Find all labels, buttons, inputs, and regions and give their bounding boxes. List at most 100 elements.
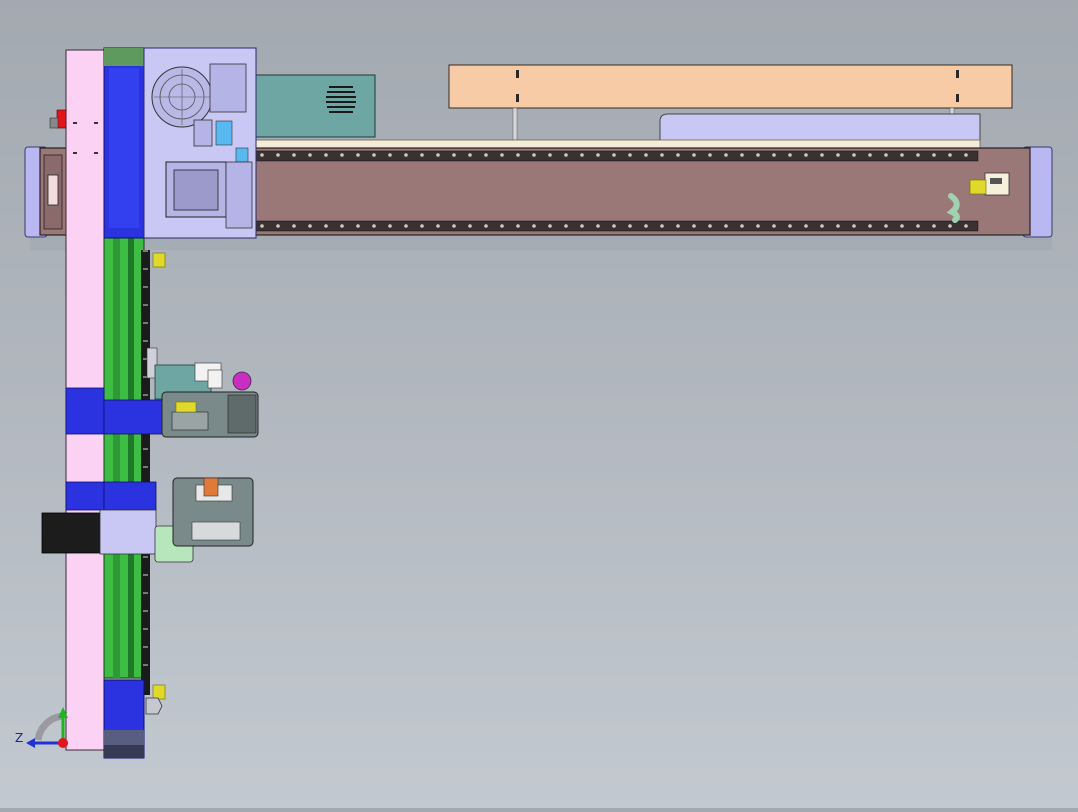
rail-bolt xyxy=(612,224,616,228)
rail-bolt xyxy=(932,224,936,228)
gripper-assembly-1[interactable] xyxy=(65,347,259,438)
stepper-motor[interactable] xyxy=(41,512,101,554)
rail-bolt xyxy=(596,153,600,157)
rail-bolt xyxy=(143,376,148,378)
rail-bolt xyxy=(143,646,148,648)
rail-bolt xyxy=(628,224,632,228)
rail-bolt xyxy=(143,448,148,450)
rail-bolt xyxy=(260,153,264,157)
rail-bolt xyxy=(868,153,872,157)
rail-bolt xyxy=(143,322,148,324)
rail-bolt xyxy=(468,153,472,157)
z-axis-label: Z xyxy=(15,731,24,745)
rail-bolt xyxy=(143,394,148,396)
rail-bolt xyxy=(692,153,696,157)
rail-bolt xyxy=(884,153,888,157)
rail-bolt xyxy=(143,628,148,630)
rail-bolt xyxy=(143,304,148,306)
rail-bolt xyxy=(948,153,952,157)
rail-bolt xyxy=(756,224,760,228)
rail-bolt xyxy=(644,153,648,157)
rail-bolt xyxy=(564,224,568,228)
rail-bolt xyxy=(724,153,728,157)
rail-bolt xyxy=(820,224,824,228)
coordinate-triad xyxy=(26,707,68,748)
rail-bolt xyxy=(500,224,504,228)
red-connector xyxy=(56,109,67,129)
y-green-rail[interactable] xyxy=(103,237,145,679)
rail-bolt xyxy=(964,153,968,157)
rail-bolt xyxy=(143,592,148,594)
rail-bolt xyxy=(772,224,776,228)
rail-bolt xyxy=(548,224,552,228)
rail-bolt xyxy=(628,153,632,157)
rail-bolt xyxy=(692,224,696,228)
rail-bolt xyxy=(740,153,744,157)
blue-mount-plate-2[interactable] xyxy=(65,481,105,511)
rail-bolt xyxy=(756,153,760,157)
rail-bolt xyxy=(260,224,264,228)
rail-bolt xyxy=(143,250,148,252)
rail-bolt xyxy=(676,224,680,228)
rail-bolt xyxy=(804,153,808,157)
rail-bolt xyxy=(404,153,408,157)
rail-bolt xyxy=(916,153,920,157)
peach-top-plate[interactable] xyxy=(448,64,1013,109)
rail-bolt xyxy=(372,153,376,157)
rail-bolt xyxy=(388,224,392,228)
rail-bolt xyxy=(276,153,280,157)
rail-bolt xyxy=(143,574,148,576)
rail-bolt xyxy=(660,224,664,228)
rail-bolt xyxy=(644,224,648,228)
rail-bolt xyxy=(143,286,148,288)
rail-bolt xyxy=(724,224,728,228)
blue-mount-plate-1[interactable] xyxy=(65,387,105,435)
rail-bolt xyxy=(372,224,376,228)
rail-bolt xyxy=(420,224,424,228)
rail-bolt xyxy=(612,153,616,157)
rail-bolt xyxy=(772,153,776,157)
rail-bolt xyxy=(420,153,424,157)
rail-bolt xyxy=(836,153,840,157)
rail-bolt xyxy=(900,224,904,228)
rail-bolt xyxy=(516,153,520,157)
vertical-axis-assembly[interactable] xyxy=(49,47,166,759)
rail-bolt xyxy=(340,224,344,228)
rail-bolt xyxy=(836,224,840,228)
rail-bolt xyxy=(388,153,392,157)
lavender-slide-block[interactable] xyxy=(659,113,981,143)
x-axis-origin xyxy=(58,738,68,748)
rail-bolt xyxy=(436,224,440,228)
rail-bolt xyxy=(143,610,148,612)
yellow-stop-top xyxy=(152,252,166,268)
rail-bolt xyxy=(532,224,536,228)
rail-bolt xyxy=(452,224,456,228)
rail-bolt xyxy=(580,153,584,157)
rail-bolt xyxy=(948,224,952,228)
cable-clip xyxy=(946,193,960,223)
top-head-assembly[interactable] xyxy=(143,47,257,239)
yellow-stop-bottom xyxy=(152,684,166,700)
rail-bolt xyxy=(788,153,792,157)
rail-bolt xyxy=(356,153,360,157)
rail-bolt xyxy=(143,556,148,558)
magenta-sensor xyxy=(232,371,252,391)
rail-bolt xyxy=(788,224,792,228)
rail-bolt xyxy=(340,153,344,157)
rail-bolt xyxy=(404,224,408,228)
rail-bolt xyxy=(676,153,680,157)
rail-bolt xyxy=(580,224,584,228)
teal-motor-box[interactable] xyxy=(254,74,376,138)
rail-bolt xyxy=(356,224,360,228)
rail-bolt xyxy=(143,340,148,342)
rail-bolt xyxy=(452,153,456,157)
rail-bolt xyxy=(500,153,504,157)
rail-bolt xyxy=(436,153,440,157)
rail-bolt xyxy=(143,268,148,270)
rail-bolt xyxy=(143,664,148,666)
gripper-assembly-2[interactable] xyxy=(41,477,254,563)
rail-bolt xyxy=(708,224,712,228)
rail-bolt xyxy=(964,224,968,228)
